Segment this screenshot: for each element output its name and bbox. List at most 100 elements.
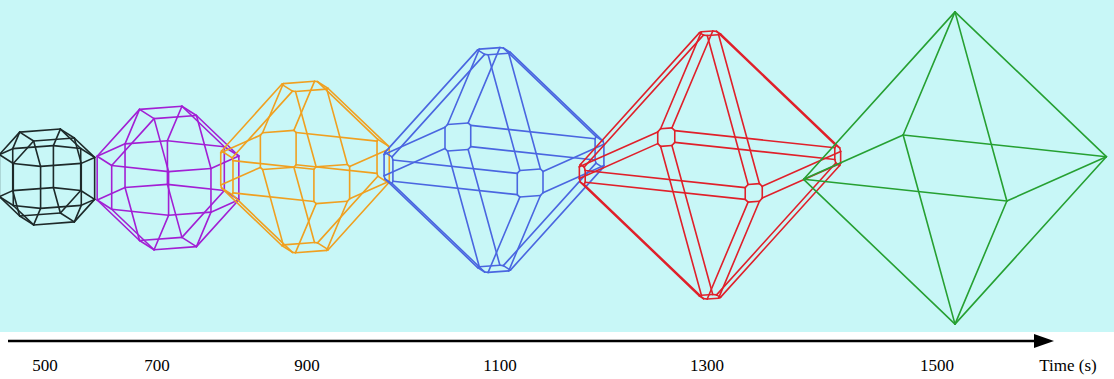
wireframe-edge — [318, 82, 329, 89]
polyhedron-1100s — [384, 48, 604, 273]
wireframe-edge — [540, 169, 543, 171]
wireframe-edge — [13, 188, 54, 191]
wireframe-edge — [748, 200, 759, 202]
wireframe-edge — [720, 165, 839, 297]
wireframe-edge — [112, 209, 169, 215]
wireframe-edge — [222, 188, 233, 195]
axis-title: Time (s) — [1039, 357, 1096, 376]
wireframe-edge — [719, 201, 760, 298]
wireframe-edge — [543, 166, 604, 193]
wireframe-edge — [154, 115, 196, 118]
wireframe-edge — [720, 34, 839, 148]
wireframe-edge — [584, 35, 703, 167]
wireframe-edge — [316, 201, 347, 203]
wireframe-edge — [542, 171, 544, 192]
wireframe-edge — [60, 213, 74, 222]
wireframe-edge — [140, 237, 182, 240]
wireframe-edge — [13, 146, 54, 149]
time-tick-label: 1500 — [920, 357, 954, 376]
wireframe-edge — [955, 12, 1007, 201]
polyhedron-500s — [0, 129, 95, 225]
wireframe-edge — [503, 48, 510, 52]
wireframe-edge — [470, 125, 472, 146]
wireframe-edge — [232, 91, 292, 158]
polyhedron-900s — [221, 81, 390, 252]
wireframe-edge — [488, 53, 509, 55]
wireframe-edge — [111, 166, 113, 210]
wireframe-edge — [955, 201, 1007, 324]
wireframe-edge — [717, 163, 836, 295]
wireframe-edge — [717, 31, 836, 145]
wireframe-edge — [74, 199, 94, 222]
wireframe-edge — [167, 184, 182, 237]
wireframe-edge — [707, 297, 718, 299]
wireframe-edge — [0, 197, 13, 206]
wireframe-edge — [840, 151, 842, 163]
wireframe-edge — [53, 188, 80, 191]
wireframe-edge — [707, 36, 748, 185]
wireframe-edge — [97, 156, 112, 165]
wireframe-edge — [661, 146, 702, 295]
wireframe-edge — [125, 184, 167, 187]
wireframe-edge — [34, 222, 75, 225]
wireframe-edge — [903, 135, 955, 324]
wireframe-edge — [579, 132, 657, 167]
wireframe-edge — [448, 149, 469, 151]
wireframe-edge — [327, 201, 348, 250]
wireframe-edge — [211, 156, 239, 168]
wireframe-edge — [97, 109, 139, 156]
wireframe-edge — [903, 12, 955, 135]
wireframe-edge — [675, 131, 835, 148]
wireframe-edge — [503, 48, 596, 137]
wireframe-edge — [347, 164, 349, 166]
wireframe-edge — [196, 200, 238, 247]
wireframe-edge — [580, 33, 699, 165]
wireframe-edge — [509, 53, 541, 169]
polyhedron-700s — [97, 106, 239, 250]
wireframe-edge — [34, 141, 41, 166]
wireframe-edge — [294, 81, 315, 130]
wireframe-edge — [510, 52, 603, 141]
wireframe-edge — [804, 179, 955, 324]
wireframe-edge — [60, 129, 80, 148]
wireframe-edge — [955, 157, 1106, 324]
wireframe-edge — [376, 141, 378, 173]
wireframe-edge — [167, 141, 224, 147]
wireframe-edge — [479, 265, 500, 267]
wireframe-edge — [707, 202, 748, 299]
wireframe-edge — [263, 84, 284, 133]
polyhedron-1300s — [579, 31, 840, 299]
wireframe-edge — [327, 89, 348, 164]
wireframe-edge — [169, 168, 211, 171]
wireframe-edge — [748, 183, 759, 185]
wireframe-edge — [112, 166, 169, 172]
wireframe-edge — [20, 213, 61, 216]
wireframe-edge — [468, 48, 500, 123]
wireframe-edge — [210, 168, 212, 212]
wireframe-edge — [96, 156, 98, 200]
wireframe-edge — [444, 127, 446, 148]
wireframe-edge — [221, 135, 261, 153]
wireframe-edge — [34, 208, 41, 225]
time-tick-label: 1100 — [483, 357, 516, 376]
wireframe-edge — [13, 132, 20, 149]
wireframe-edge — [761, 186, 763, 198]
wireframe-edge — [316, 164, 347, 166]
wireframe-edge — [448, 49, 480, 124]
wireframe-edge — [471, 147, 595, 160]
wireframe-edge — [350, 181, 390, 199]
wireframe-edge — [516, 173, 518, 194]
wireframe-edge — [263, 130, 294, 132]
wireframe-edge — [294, 167, 315, 242]
wireframe-edge — [717, 31, 721, 33]
wireframe-edge — [674, 131, 676, 143]
wireframe-edge — [140, 109, 155, 118]
wireframe-edge — [294, 130, 296, 132]
wireframe-edge — [196, 115, 211, 168]
wireframe-edge — [222, 84, 282, 151]
wireframe-edge — [182, 237, 197, 246]
wireframe-edge — [112, 119, 154, 166]
wireframe-edge — [520, 169, 541, 171]
wireframe-edge — [41, 205, 82, 208]
